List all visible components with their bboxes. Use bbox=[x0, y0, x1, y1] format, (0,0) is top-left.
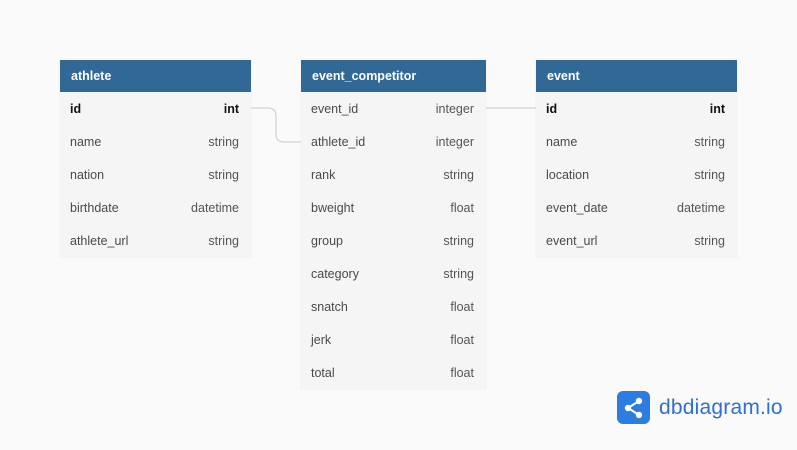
table-header[interactable]: event bbox=[536, 60, 737, 92]
table-header[interactable]: athlete bbox=[60, 60, 251, 92]
column-type: float bbox=[450, 200, 474, 215]
brand-name: dbdiagram.io bbox=[659, 395, 783, 419]
column-row[interactable]: event_url string bbox=[536, 224, 737, 257]
column-type: datetime bbox=[191, 200, 239, 215]
column-name: event_url bbox=[546, 233, 598, 248]
column-type: float bbox=[450, 365, 474, 380]
column-row[interactable]: name string bbox=[60, 125, 251, 158]
column-name: name bbox=[70, 134, 102, 149]
table-header[interactable]: event_competitor bbox=[301, 60, 486, 92]
column-type: float bbox=[450, 332, 474, 347]
column-type: string bbox=[694, 167, 725, 182]
column-row[interactable]: birthdate datetime bbox=[60, 191, 251, 224]
column-name: birthdate bbox=[70, 200, 119, 215]
column-type: string bbox=[694, 233, 725, 248]
brand-logo[interactable]: dbdiagram.io bbox=[617, 391, 783, 424]
column-name: bweight bbox=[311, 200, 355, 215]
column-row[interactable]: id int bbox=[60, 92, 251, 125]
column-name: jerk bbox=[311, 332, 332, 347]
column-name: nation bbox=[70, 167, 105, 182]
column-name: name bbox=[546, 134, 578, 149]
table-event-competitor[interactable]: event_competitor event_id integer athlet… bbox=[301, 60, 486, 389]
column-name: event_date bbox=[546, 200, 608, 215]
column-type: float bbox=[450, 299, 474, 314]
column-name: id bbox=[546, 101, 558, 116]
table-event[interactable]: event id int name string location string… bbox=[536, 60, 737, 257]
column-type: integer bbox=[435, 101, 474, 116]
column-row[interactable]: event_date datetime bbox=[536, 191, 737, 224]
column-row[interactable]: category string bbox=[301, 257, 486, 290]
column-row[interactable]: jerk float bbox=[301, 323, 486, 356]
column-row[interactable]: athlete_id integer bbox=[301, 125, 486, 158]
column-type: datetime bbox=[677, 200, 725, 215]
column-name: athlete_id bbox=[311, 134, 366, 149]
column-row[interactable]: nation string bbox=[60, 158, 251, 191]
column-name: snatch bbox=[311, 299, 348, 314]
column-name: total bbox=[311, 365, 335, 380]
column-row[interactable]: name string bbox=[536, 125, 737, 158]
column-row[interactable]: group string bbox=[301, 224, 486, 257]
column-row[interactable]: id int bbox=[536, 92, 737, 125]
column-name: location bbox=[546, 167, 590, 182]
column-name: group bbox=[311, 233, 343, 248]
share-nodes-icon bbox=[617, 391, 650, 424]
column-row[interactable]: total float bbox=[301, 356, 486, 389]
column-type: string bbox=[208, 233, 239, 248]
column-row[interactable]: athlete_url string bbox=[60, 224, 251, 257]
column-type: string bbox=[443, 167, 474, 182]
relation-athlete-id-to-athlete-id bbox=[251, 107, 301, 143]
column-row[interactable]: location string bbox=[536, 158, 737, 191]
column-type: int bbox=[709, 101, 725, 116]
column-name: rank bbox=[311, 167, 336, 182]
column-name: event_id bbox=[311, 101, 359, 116]
column-name: id bbox=[70, 101, 82, 116]
column-type: string bbox=[208, 134, 239, 149]
column-name: athlete_url bbox=[70, 233, 129, 248]
table-athlete[interactable]: athlete id int name string nation string… bbox=[60, 60, 251, 257]
column-row[interactable]: bweight float bbox=[301, 191, 486, 224]
column-name: category bbox=[311, 266, 359, 281]
column-type: string bbox=[443, 233, 474, 248]
column-row[interactable]: rank string bbox=[301, 158, 486, 191]
column-type: int bbox=[223, 101, 239, 116]
column-type: string bbox=[208, 167, 239, 182]
column-row[interactable]: snatch float bbox=[301, 290, 486, 323]
column-type: string bbox=[443, 266, 474, 281]
column-type: integer bbox=[435, 134, 474, 149]
column-type: string bbox=[694, 134, 725, 149]
column-row[interactable]: event_id integer bbox=[301, 92, 486, 125]
